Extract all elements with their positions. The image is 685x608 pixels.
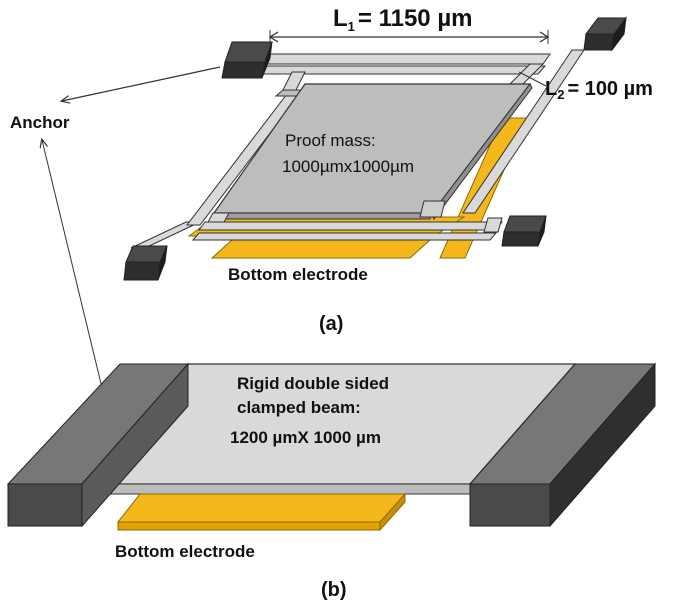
anchor-right-b bbox=[468, 362, 657, 528]
anchor-top-right bbox=[583, 16, 627, 52]
bottom-electrode-b-label: Bottom electrode bbox=[115, 542, 255, 561]
anchor-leader-b bbox=[42, 140, 105, 397]
l1-dimension-arrow bbox=[268, 30, 550, 44]
proof-mass bbox=[211, 83, 533, 221]
beam-label-line2: clamped beam: bbox=[237, 398, 361, 417]
proof-mass-size: 1000µmx1000µm bbox=[282, 157, 414, 176]
anchor-bottom-left bbox=[123, 245, 168, 281]
diagram-b: Rigid double sided clamped beam: 1200 µm… bbox=[6, 362, 657, 601]
top-spring-frame bbox=[247, 53, 551, 97]
beam-label-line1: Rigid double sided bbox=[237, 374, 389, 393]
caption-b: (b) bbox=[321, 579, 347, 601]
clamped-beam-edge bbox=[81, 483, 471, 495]
bottom-electrode-b bbox=[116, 492, 407, 532]
bottom-electrode-a-label: Bottom electrode bbox=[228, 265, 368, 284]
bottom-spring-frame bbox=[191, 212, 503, 241]
proof-mass-title: Proof mass: bbox=[285, 131, 376, 150]
l1-label: L1= 1150 µm bbox=[333, 5, 473, 34]
l2-label: L2= 100 µm bbox=[545, 78, 653, 102]
l2-leader-line bbox=[518, 71, 547, 87]
anchor-leader-a bbox=[62, 66, 221, 101]
anchor-top-left bbox=[221, 41, 273, 79]
diagram-a: L1= 1150 µm L2= 100 µm Anchor Proof mass… bbox=[10, 5, 653, 397]
anchor-label: Anchor bbox=[10, 113, 70, 132]
caption-a: (a) bbox=[319, 313, 343, 335]
anchor-left-b bbox=[6, 362, 190, 528]
beam-label-line3: 1200 µmX 1000 µm bbox=[230, 428, 381, 447]
anchor-bottom-right bbox=[501, 215, 547, 247]
